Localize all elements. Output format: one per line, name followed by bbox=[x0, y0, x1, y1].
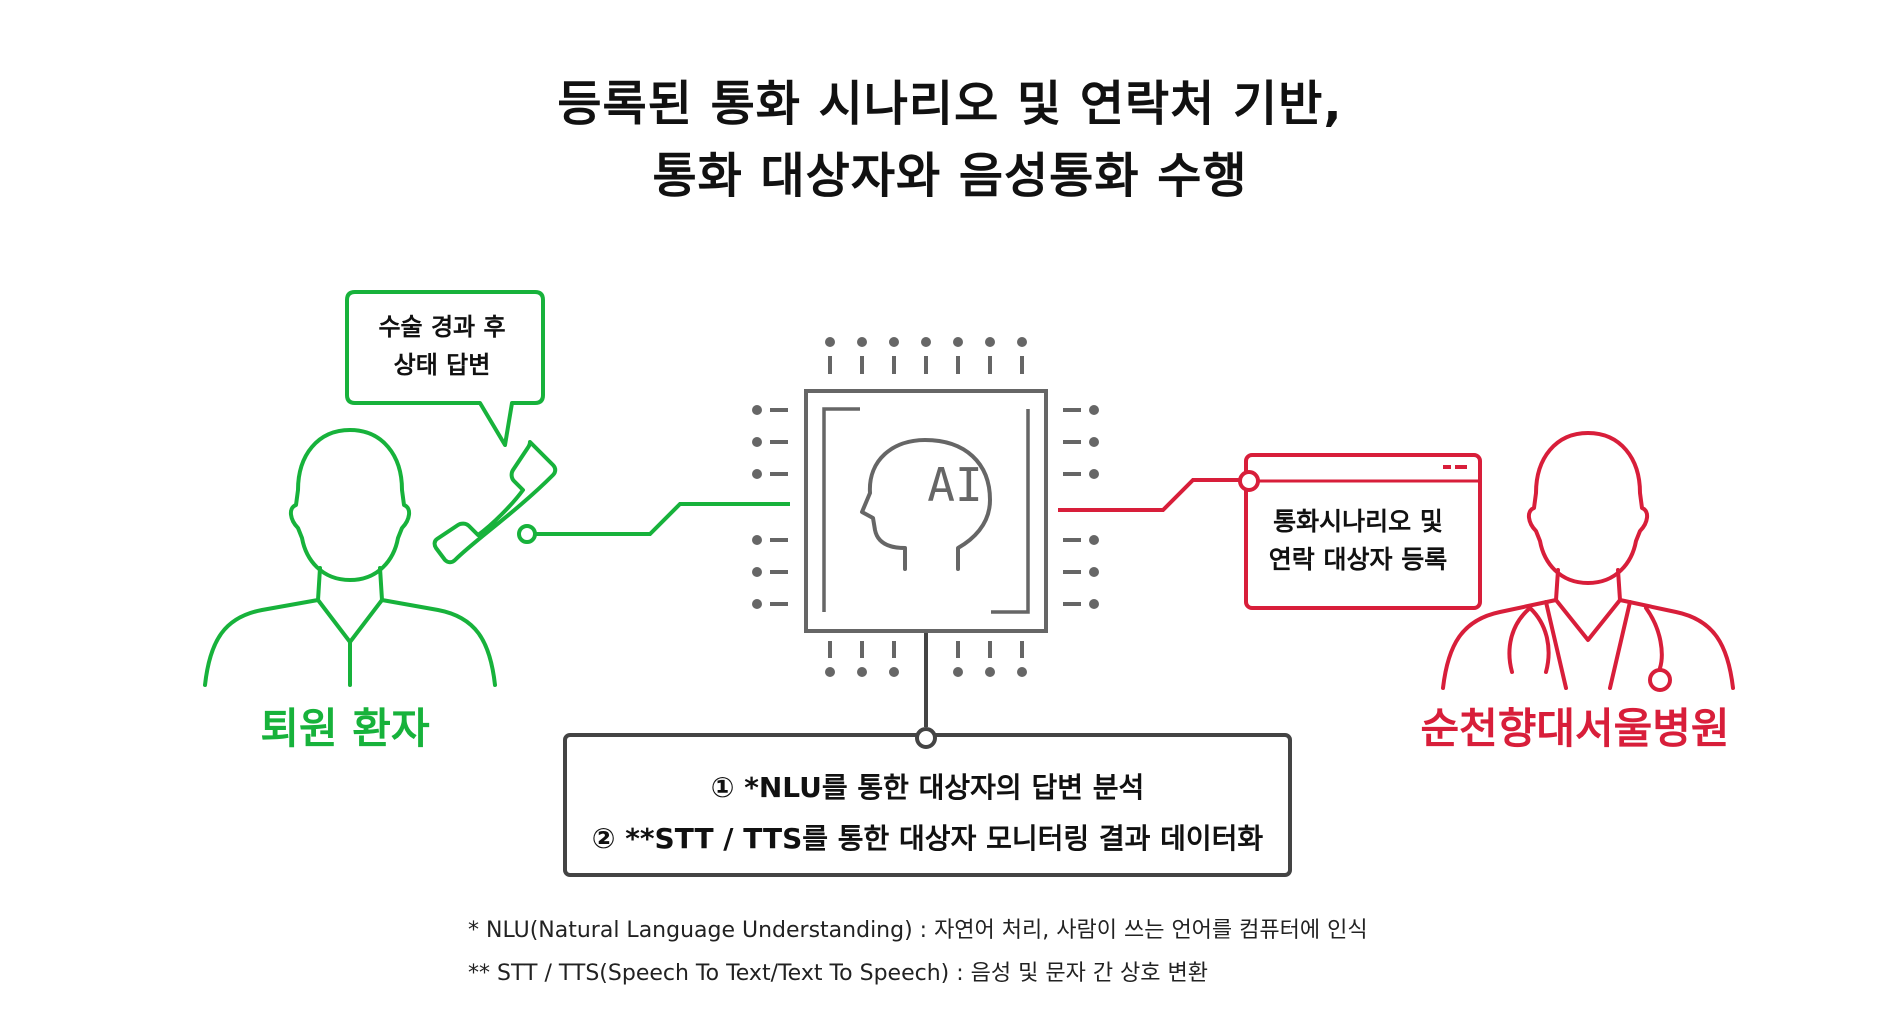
functions-connector-node bbox=[915, 727, 937, 749]
speech-bubble bbox=[345, 290, 545, 447]
patient-connector-node bbox=[517, 524, 537, 544]
patient-connector-line bbox=[534, 502, 790, 536]
chip-outer-border bbox=[804, 389, 1048, 633]
registration-line-2: 연락 대상자 등록 bbox=[1268, 545, 1448, 574]
registration-line-1: 통화시나리오 및 bbox=[1273, 507, 1443, 536]
footnote-stt-tts: ** STT / TTS(Speech To Text/Text To Spee… bbox=[468, 961, 1209, 986]
chip-inner-frame bbox=[822, 407, 860, 612]
registration-window bbox=[1244, 453, 1482, 610]
function-line-1: ① *NLU를 통한 대상자의 답변 분석 bbox=[710, 771, 1145, 804]
ai-chip bbox=[752, 337, 1099, 677]
footnote-nlu: * NLU(Natural Language Understanding) : … bbox=[468, 918, 1368, 943]
patient-label: 퇴원 환자 bbox=[260, 704, 430, 753]
title-line-2: 통화 대상자와 음성통화 수행 bbox=[652, 148, 1248, 204]
function-line-2: ② **STT / TTS를 통한 대상자 모니터링 결과 데이터화 bbox=[591, 822, 1264, 855]
hospital-connector-node bbox=[1238, 470, 1260, 492]
speech-bubble-text: 수술 경과 후 상태 답변 bbox=[347, 308, 537, 384]
hospital-connector-line bbox=[1058, 478, 1240, 512]
bubble-line-1: 수술 경과 후 bbox=[378, 313, 506, 341]
doctor-person-icon bbox=[1441, 431, 1735, 692]
ai-head-chip-icon bbox=[860, 438, 992, 571]
bubble-line-2: 상태 답변 bbox=[393, 351, 491, 379]
registration-text: 통화시나리오 및 연락 대상자 등록 bbox=[1242, 503, 1474, 579]
patient-person-icon bbox=[203, 428, 497, 687]
hospital-label: 순천향대서울병원 bbox=[1420, 704, 1730, 753]
window-control-icon bbox=[1455, 465, 1467, 469]
phone-icon bbox=[432, 440, 558, 565]
diagram-title: 등록된 통화 시나리오 및 연락처 기반, 통화 대상자와 음성통화 수행 bbox=[0, 68, 1900, 212]
ai-label: AI bbox=[927, 458, 983, 512]
chip-inner-frame bbox=[991, 409, 1030, 614]
title-line-1: 등록된 통화 시나리오 및 연락처 기반, bbox=[557, 76, 1343, 132]
window-control-icon bbox=[1443, 465, 1451, 469]
